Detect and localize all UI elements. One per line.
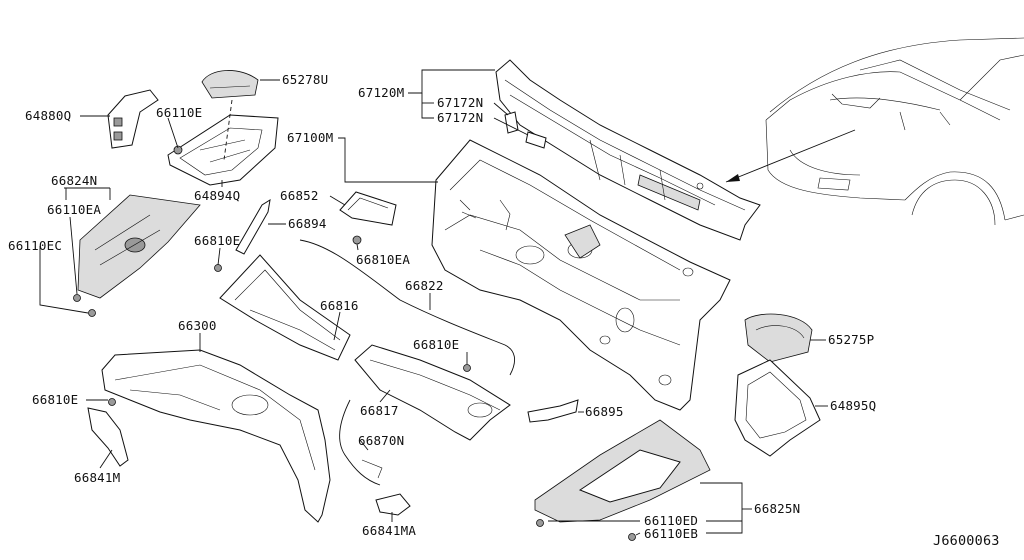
cowl-top-67120M — [495, 59, 761, 241]
label-67100M: 67100M — [287, 130, 333, 145]
label-64895Q: 64895Q — [830, 398, 876, 413]
label-66870N: 66870N — [358, 433, 404, 448]
clip-66110EB — [628, 533, 636, 541]
bolt-66110E-top — [173, 145, 183, 155]
label-66810E-c: 66810E — [413, 337, 459, 352]
strip-66894 — [235, 198, 271, 255]
clip-66110EA — [73, 294, 81, 302]
label-66110EA: 66110EA — [47, 202, 101, 217]
label-66894: 66894 — [288, 216, 327, 231]
bracket-66895 — [527, 399, 579, 423]
label-67172N-a: 67172N — [437, 95, 483, 110]
lower-dash-66300 — [101, 349, 331, 523]
diagram-code: J6600063 — [933, 533, 1000, 549]
label-66810E-a: 66810E — [194, 233, 240, 248]
vehicle-outline — [725, 37, 1024, 226]
bracket-67172N — [504, 111, 547, 149]
label-67120M: 67120M — [358, 85, 404, 100]
label-64894Q: 64894Q — [194, 188, 240, 203]
duct-66852 — [339, 191, 397, 226]
hose-66822 — [299, 239, 516, 376]
label-64880Q: 64880Q — [25, 108, 71, 123]
label-65275P: 65275P — [828, 332, 874, 347]
bracket-64880Q — [107, 89, 159, 149]
label-66841MA: 66841MA — [362, 523, 416, 538]
label-66822: 66822 — [405, 278, 444, 293]
frame-64894Q — [167, 114, 279, 186]
cap-65275P — [744, 313, 813, 363]
insulator-66825N — [534, 419, 711, 523]
frame-64895Q — [734, 359, 821, 457]
label-66810E-b: 66810E — [32, 392, 78, 407]
label-66825N: 66825N — [754, 501, 800, 516]
label-66824N: 66824N — [51, 173, 97, 188]
part-labels: 64880Q 66110E 65278U 67120M 67172N 67172… — [8, 72, 1000, 549]
label-66110ED: 66110ED — [644, 513, 698, 528]
label-66816: 66816 — [320, 298, 359, 313]
bolt-66810E-c — [463, 364, 471, 372]
label-66810EA: 66810EA — [356, 252, 410, 267]
label-66817: 66817 — [360, 403, 399, 418]
dash-panel-67100M — [431, 139, 731, 411]
leader-lines — [39, 69, 828, 536]
clip-66110ED — [536, 519, 544, 527]
bolt-66810E-a — [214, 264, 222, 272]
label-66110EC: 66110EC — [8, 238, 62, 253]
label-66300: 66300 — [178, 318, 217, 333]
bolt-66810E-b — [108, 398, 116, 406]
insulator-66824N — [77, 194, 201, 299]
label-66852: 66852 — [280, 188, 319, 203]
bolt-66810EA — [352, 235, 362, 245]
clip-66110EC — [88, 309, 96, 317]
bracket-66841MA — [375, 493, 411, 516]
label-66110EB: 66110EB — [644, 526, 698, 541]
bracket-66841M — [87, 407, 129, 467]
label-66841M: 66841M — [74, 470, 120, 485]
label-66110E-a: 66110E — [156, 105, 202, 120]
seal-66870N — [339, 399, 383, 486]
cowl-panel-66816 — [219, 254, 351, 361]
label-65278U: 65278U — [282, 72, 328, 87]
cap-65278U — [201, 70, 259, 99]
label-66895: 66895 — [585, 404, 624, 419]
cowl-panel-66817 — [354, 344, 511, 441]
label-67172N-b: 67172N — [437, 110, 483, 125]
